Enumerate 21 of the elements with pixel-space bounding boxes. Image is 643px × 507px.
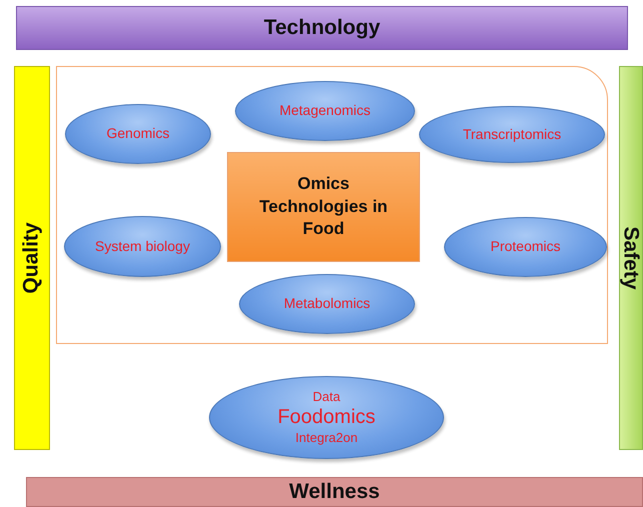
node-label: Metagenomics — [279, 102, 371, 120]
node-label: Technology — [264, 16, 380, 40]
node-label: System biology — [95, 238, 190, 256]
footer-bar — [26, 477, 643, 507]
central-box — [227, 152, 420, 262]
node-label: Transcriptomics — [462, 126, 562, 144]
side-bar — [619, 66, 643, 450]
side-label: Quality — [20, 222, 44, 294]
node-label: Metabolomics — [284, 295, 370, 313]
side-label: Safety — [619, 226, 643, 290]
node-label: Proteomics — [490, 238, 561, 256]
node-label: Omics Technologies in Food — [258, 172, 389, 240]
node-label: Genomics — [106, 125, 170, 143]
node-label: Foodomics — [278, 405, 376, 430]
node-label: Data — [312, 388, 340, 405]
group-box — [56, 66, 608, 344]
header-bar — [16, 6, 628, 50]
node-label: Wellness — [289, 480, 380, 504]
side-bar — [14, 66, 50, 450]
node-label: Integra2on — [295, 430, 358, 446]
ellipse — [419, 106, 605, 163]
